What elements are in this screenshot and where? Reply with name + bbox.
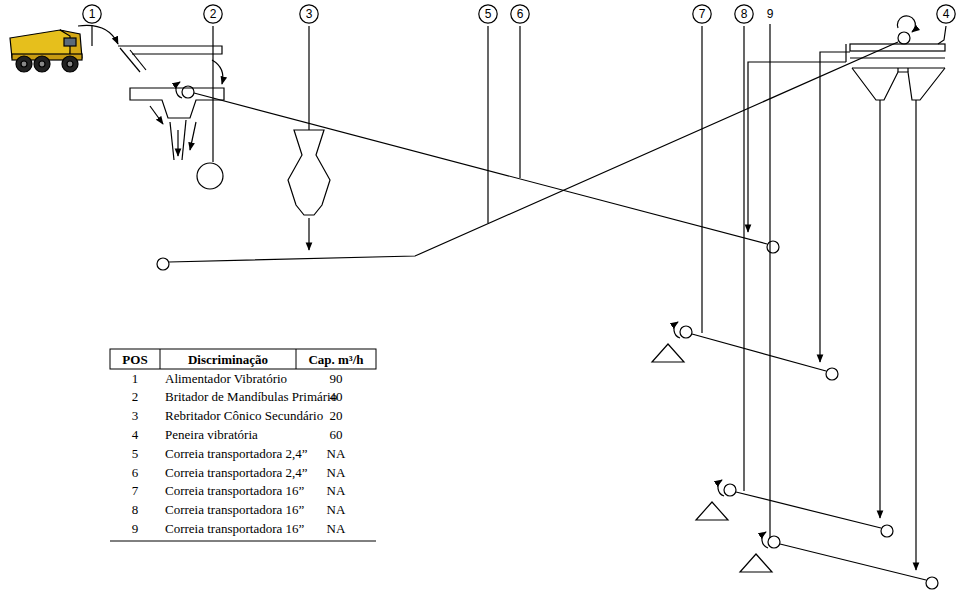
callout-circle: 5 [478,4,498,24]
table-cell: Correia transportadora 2,4” [165,446,308,461]
table-cell: Correia transportadora 2,4” [165,465,308,480]
conveyor-6 [176,82,779,253]
table-cell: 9 [132,521,139,536]
dump-arrow [78,25,118,44]
table-cell: Correia transportadora 16” [165,483,304,498]
table-header: Cap. m³/h [308,352,363,367]
callout-circle: 2 [203,4,223,24]
conveyor-7 [652,322,838,380]
callout-number: 8 [741,7,748,21]
callout-number: 1 [89,7,96,21]
callout-circle: 6 [510,4,530,24]
table-cell: NA [327,502,346,517]
table-cell: 1 [132,371,139,386]
table-cell: 4 [132,427,139,442]
callout-circle: 3 [299,4,319,24]
table-cell: 60 [330,427,343,442]
conveyor-8 [696,480,893,537]
conveyor-9 [740,532,938,589]
conveyor-5 [157,16,915,270]
table-cell: Correia transportadora 16” [165,521,304,536]
callout-number: 9 [766,7,775,22]
callout-number: 7 [699,7,706,21]
table-header: POS [122,352,147,367]
table-cell: NA [327,446,346,461]
table-cell: 40 [330,389,343,404]
table-cell: 7 [132,483,139,498]
callout-circle: 4 [936,4,956,24]
vibrating-feeder [118,46,224,118]
table-cell: 2 [132,389,139,404]
callout-number: 2 [210,7,217,21]
table-header: Discriminação [188,352,268,367]
callout-circle: 8 [734,4,754,24]
jaw-crusher [197,163,223,189]
table-cell: Alimentador Vibratório [165,371,287,386]
dump-truck [10,30,82,72]
callout-number: 6 [517,7,524,21]
callout-circle: 7 [692,4,712,24]
table-cell: Correia transportadora 16” [165,502,304,517]
table-cell: NA [327,483,346,498]
callout-circle: 1 [82,4,102,24]
jaw-plates [170,120,196,160]
leader-lines [92,24,946,538]
table-cell: Peneira vibratória [165,427,258,442]
table-cell: 3 [132,408,139,423]
cone-crusher [288,130,330,215]
callout-number: 3 [306,7,313,21]
table-cell: Britador de Mandíbulas Primário [165,389,337,404]
vibrating-screen [846,44,945,100]
table-cell: 5 [132,446,139,461]
table-cell: NA [327,521,346,536]
callout-number: 5 [485,7,492,21]
callout-number: 4 [943,7,950,21]
table-cell: 90 [330,371,343,386]
table-cell: 6 [132,465,139,480]
table-cell: Rebritador Cônico Secundário [165,408,323,423]
table-cell: NA [327,465,346,480]
table-cell: 8 [132,502,139,517]
table-cell: 20 [330,408,343,423]
table-grid [110,349,376,541]
